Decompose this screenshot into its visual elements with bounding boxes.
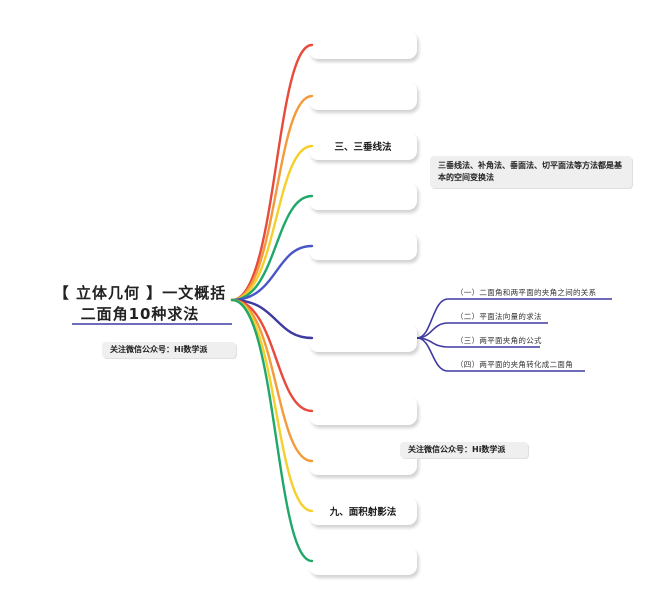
branch-link-8	[230, 298, 314, 463]
vector-sub-3: （三）两平面夹角的公式	[456, 336, 542, 345]
vector-sub-link-4	[416, 337, 585, 372]
branch-2[interactable]: 二、补角法	[309, 82, 417, 110]
branch-6[interactable]: 六、空间向量法	[309, 324, 417, 352]
vector-sub-link-2	[416, 322, 548, 339]
vector-sub-1: （一）二面角和两平面的夹角之间的关系	[456, 288, 597, 297]
branch-link-3	[230, 144, 314, 302]
branch-3[interactable]: 三、三垂线法	[309, 132, 417, 160]
vector-sub-2: （二）平面法向量的求法	[456, 312, 542, 321]
root-title-line2: 二面角10种求法	[80, 305, 200, 323]
branch-3-note: 三垂线法、补角法、垂面法、切平面法等方法都是基本的空间变换法	[430, 156, 632, 188]
branch-link-7	[230, 298, 314, 413]
branch-link-5	[230, 244, 314, 302]
branch-5[interactable]: 五、补形法	[309, 232, 417, 260]
branch-4[interactable]: 四、切平面法	[309, 182, 417, 210]
branch-link-1	[230, 43, 314, 302]
branch-link-4	[230, 194, 314, 302]
branch-9[interactable]: 九、面积射影法	[309, 497, 417, 525]
branch-link-10	[230, 298, 314, 563]
branch-link-2	[230, 94, 314, 302]
root-topic: 【 立体几何 】一文概括 二面角10种求法	[40, 283, 240, 325]
vector-sub-4: （四）两平面的夹角转化成二面角	[456, 360, 573, 369]
branch-8[interactable]: 八、角度法	[309, 447, 417, 475]
root-note: 关注微信公众号：Hi数学派	[102, 342, 236, 358]
root-title-line1: 【 立体几何 】一文概括	[53, 284, 227, 302]
branch-8-note: 关注微信公众号：Hi数学派	[400, 442, 528, 458]
branch-10[interactable]: 十、三正弦定理	[309, 547, 417, 575]
branch-1[interactable]: 一、概念定义法	[309, 31, 417, 59]
branch-7[interactable]: 七、四面体体积法	[309, 397, 417, 425]
branch-link-6	[230, 298, 314, 340]
